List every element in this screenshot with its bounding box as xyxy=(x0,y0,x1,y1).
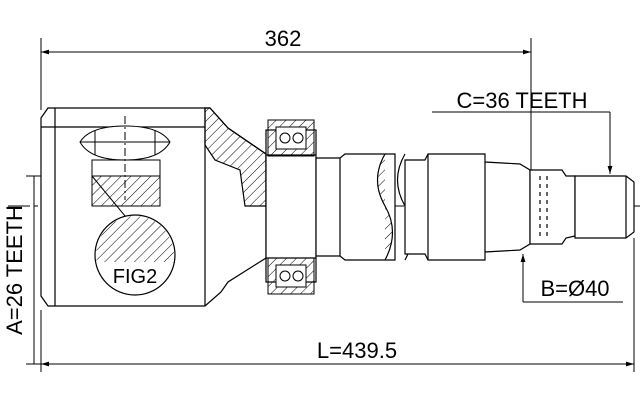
fig2-detail xyxy=(94,214,176,296)
dimension-362-label: 362 xyxy=(265,26,302,51)
dimension-a-spline-label: A=26 TEETH xyxy=(2,205,27,335)
bearing-top xyxy=(267,119,315,157)
bearing-bottom xyxy=(267,257,315,295)
dimension-b-diameter-label: B=Ø40 xyxy=(540,276,609,301)
dimension-total-length xyxy=(40,238,635,372)
dimension-c-spline xyxy=(432,111,613,174)
dimension-b-diameter xyxy=(520,254,623,303)
fig2-leader xyxy=(91,175,131,223)
tripod-roller xyxy=(79,116,171,207)
shaft xyxy=(265,129,635,283)
dimension-c-spline-label: C=36 TEETH xyxy=(456,88,587,113)
dimension-362 xyxy=(40,38,532,170)
fig2-label: FIG2 xyxy=(113,266,157,288)
dimension-total-length-label: L=439.5 xyxy=(317,338,397,363)
